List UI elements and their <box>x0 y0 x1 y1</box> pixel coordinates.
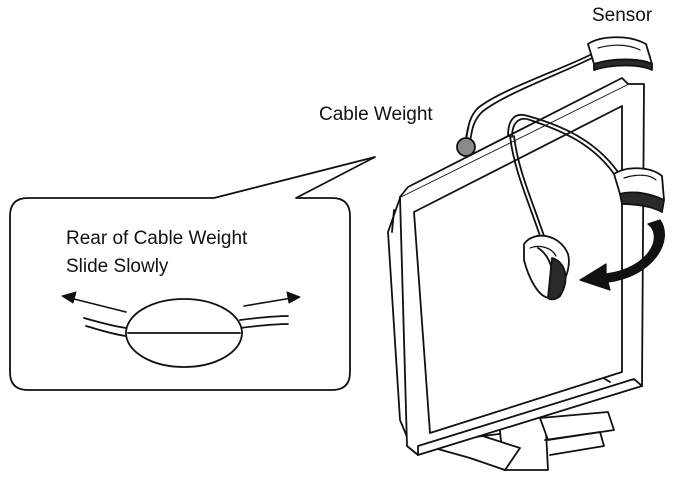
cable-weight-rear-detail <box>83 298 289 368</box>
callout-line-2: Slide Slowly <box>66 256 169 277</box>
callout-text: Rear of Cable Weight Slide Slowly <box>66 225 247 281</box>
sensor-middle <box>613 167 665 213</box>
cable-weight-icon <box>456 137 476 157</box>
monitor-screen <box>413 105 623 434</box>
monitor-housing <box>387 197 411 445</box>
monitor-bezel-bottom <box>417 378 643 456</box>
callout-line-1: Rear of Cable Weight <box>66 228 248 249</box>
sensor-hanging <box>523 234 570 301</box>
sensor-icon <box>587 36 653 71</box>
cable-weight-label: Cable Weight <box>319 104 433 125</box>
callout-bubble <box>9 156 376 391</box>
sensor-label: Sensor <box>592 5 653 26</box>
double-arrow-icon <box>61 291 301 313</box>
curved-arrow-icon <box>579 219 665 291</box>
